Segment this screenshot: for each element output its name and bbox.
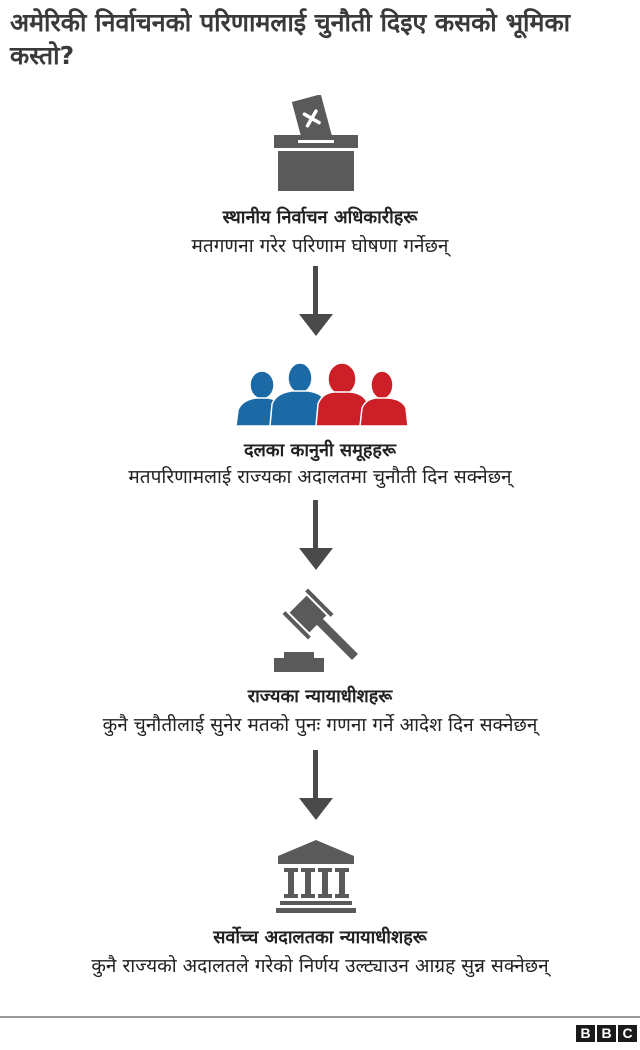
gavel-icon [274, 588, 358, 672]
arrow-down-icon [299, 500, 333, 570]
arrow-down-icon [299, 750, 333, 820]
stage-4-title: सर्वोच्च अदालतका न्यायाधीशहरू [213, 927, 427, 948]
bbc-logo-letter: B [597, 1025, 616, 1042]
stage-2-title: दलका कानुनी समूहहरू [244, 440, 396, 461]
stage-1-title: स्थानीय निर्वाचन अधिकारीहरू [222, 207, 418, 228]
ballot-box-icon [274, 95, 358, 191]
bbc-logo: B B C [576, 1025, 637, 1042]
courthouse-icon [276, 840, 356, 913]
arrow-down-icon [299, 266, 333, 336]
people-group-icon [235, 362, 409, 426]
page-title: अमेरिकी निर्वाचनको परिणामलाई चुनौती दिइए… [10, 8, 571, 70]
stage-1-description: मतगणना गरेर परिणाम घोषणा गर्नेछन् [191, 235, 449, 257]
stage-4-description: कुनै राज्यको अदालतले गरेको निर्णय उल्ट्य… [91, 955, 549, 977]
stage-3-description: कुनै चुनौतीलाई सुनेर मतको पुनः गणना गर्न… [102, 714, 538, 736]
bbc-logo-letter: C [618, 1025, 637, 1042]
bbc-logo-letter: B [576, 1025, 595, 1042]
footer-divider [0, 1016, 640, 1018]
stage-2-description: मतपरिणामलाई राज्यका अदालतमा चुनौती दिन स… [128, 466, 512, 488]
stage-3-title: राज्यका न्यायाधीशहरू [247, 686, 393, 707]
